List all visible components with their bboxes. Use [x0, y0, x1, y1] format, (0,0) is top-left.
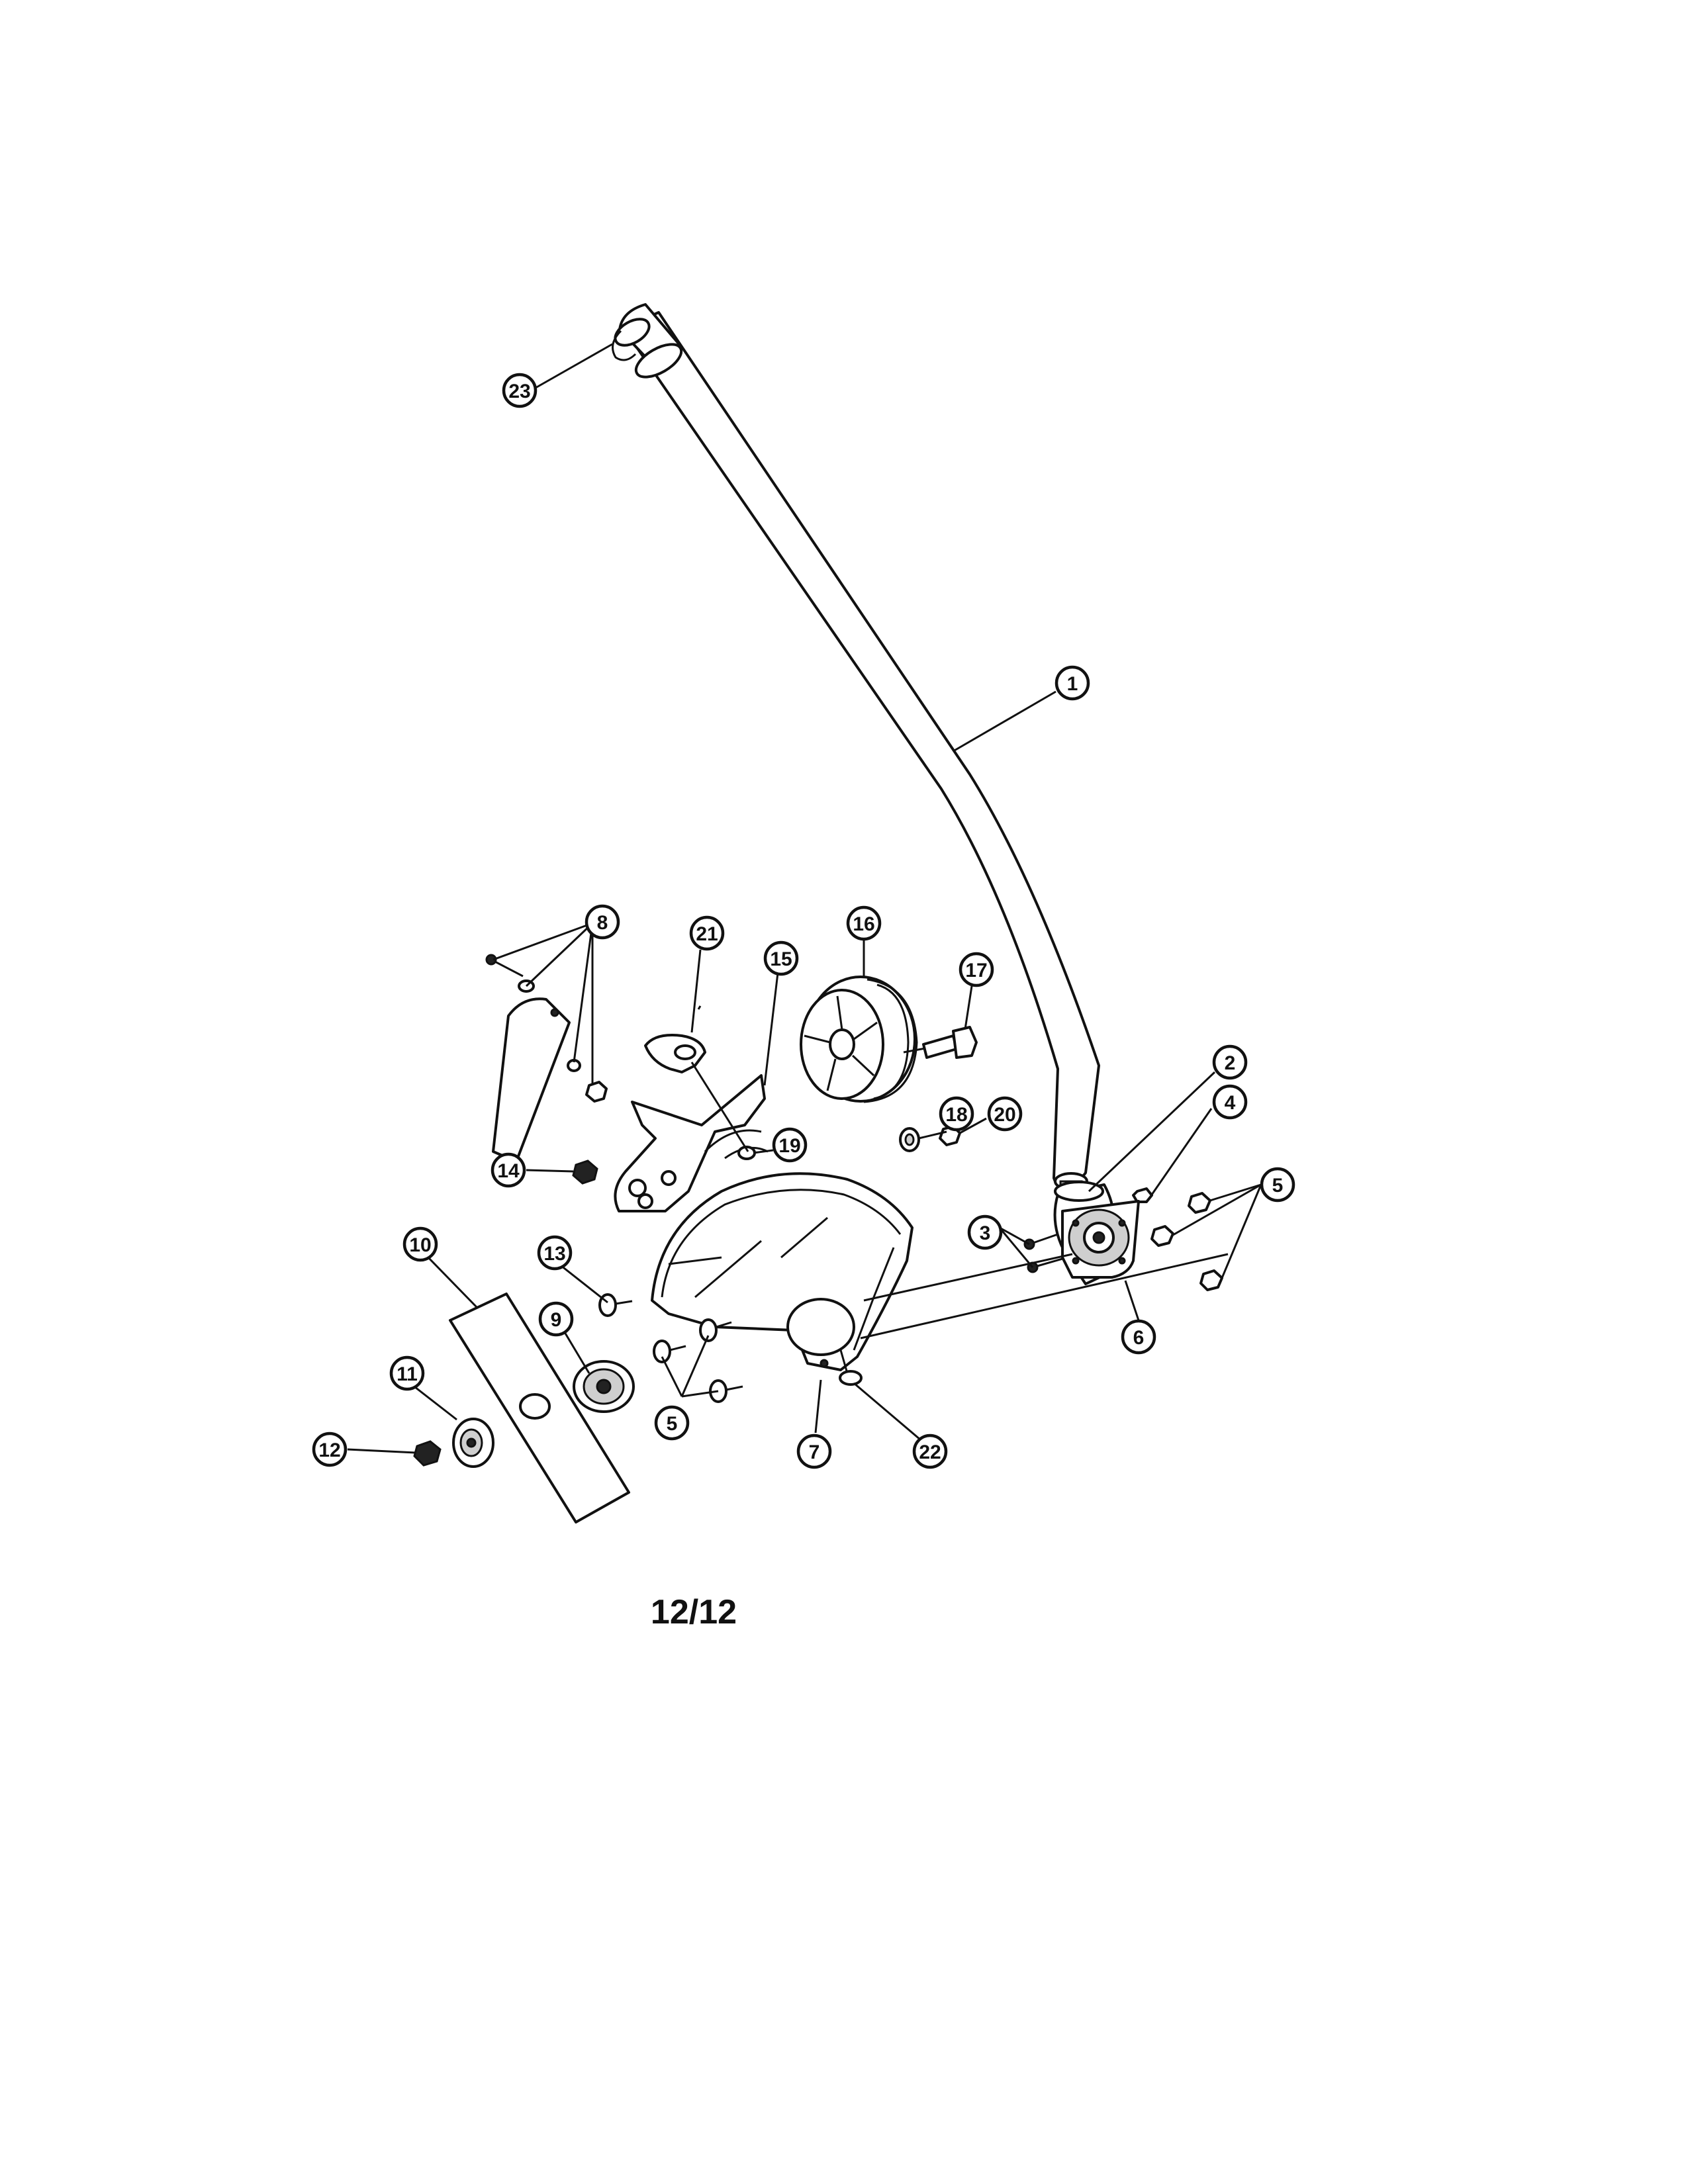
callout-5-right: 5: [1260, 1167, 1295, 1203]
svg-text:16: 16: [853, 913, 874, 935]
callout-17: 17: [959, 952, 994, 987]
svg-text:3: 3: [980, 1222, 991, 1244]
svg-text:21: 21: [696, 923, 718, 945]
callout-15: 15: [763, 940, 799, 976]
callout-11: 11: [389, 1355, 425, 1391]
svg-text:5: 5: [667, 1413, 678, 1435]
adjustment-knob: [644, 1005, 706, 1073]
callout-7: 7: [796, 1433, 832, 1469]
leader-lines: [347, 343, 1262, 1454]
hex-nuts-right: [1150, 1192, 1223, 1291]
parts-illustration: [413, 303, 1229, 1524]
svg-text:7: 7: [809, 1441, 820, 1463]
callout-8: 8: [585, 904, 620, 940]
small-nut: [1132, 1187, 1153, 1203]
callout-12: 12: [312, 1432, 348, 1467]
svg-text:6: 6: [1133, 1327, 1145, 1349]
svg-text:13: 13: [543, 1243, 565, 1265]
edging-blade: [449, 1293, 630, 1524]
shoulder-bolt: [903, 1026, 978, 1059]
blade-guard: [651, 1172, 914, 1371]
blade-nut: [413, 1440, 442, 1467]
svg-text:23: 23: [508, 381, 530, 402]
svg-text:5: 5: [1272, 1175, 1284, 1197]
callout-20: 20: [987, 1096, 1023, 1132]
callout-22: 22: [912, 1433, 948, 1469]
wheel: [800, 976, 918, 1103]
svg-text:15: 15: [770, 948, 792, 970]
callout-10: 10: [402, 1226, 438, 1262]
callout-4: 4: [1212, 1084, 1248, 1120]
callout-2: 2: [1212, 1044, 1248, 1080]
callout-18: 18: [939, 1096, 974, 1132]
carriage-bolts: [598, 1293, 743, 1403]
svg-text:8: 8: [597, 912, 608, 934]
svg-text:17: 17: [965, 960, 987, 981]
svg-text:1: 1: [1067, 673, 1078, 695]
flat-washer: [452, 1418, 494, 1468]
callout-9: 9: [538, 1301, 574, 1337]
guard-screw: [839, 1349, 863, 1386]
page-number: 12/12: [651, 1593, 737, 1631]
gearbox-screws: [1023, 1233, 1063, 1273]
svg-text:9: 9: [551, 1309, 562, 1331]
bearing-plate: [1061, 1200, 1140, 1279]
svg-text:14: 14: [497, 1160, 520, 1182]
callout-19: 19: [772, 1127, 808, 1163]
svg-text:2: 2: [1225, 1052, 1236, 1074]
handle-grip: [612, 303, 683, 379]
svg-text:20: 20: [994, 1104, 1015, 1126]
svg-text:19: 19: [778, 1135, 800, 1157]
svg-text:11: 11: [397, 1363, 418, 1385]
shaft-extension: [860, 1253, 1229, 1340]
callout-21: 21: [689, 915, 725, 951]
svg-text:10: 10: [409, 1234, 431, 1256]
wheel-bracket: [614, 1074, 769, 1212]
callout-5-lower: 5: [654, 1405, 690, 1441]
callout-23: 23: [502, 373, 538, 408]
callout-3: 3: [967, 1214, 1003, 1250]
hex-nut-bracket: [572, 1160, 598, 1185]
deflector-bolt-set: [485, 954, 608, 1163]
svg-text:4: 4: [1225, 1092, 1236, 1114]
svg-text:18: 18: [945, 1104, 967, 1126]
callout-16: 16: [846, 905, 882, 941]
callout-6: 6: [1121, 1319, 1156, 1355]
bearing: [573, 1360, 635, 1413]
callout-14: 14: [491, 1152, 526, 1188]
svg-text:12: 12: [318, 1439, 340, 1461]
callout-13: 13: [537, 1235, 573, 1271]
callout-1: 1: [1055, 665, 1090, 701]
svg-text:22: 22: [919, 1441, 941, 1463]
